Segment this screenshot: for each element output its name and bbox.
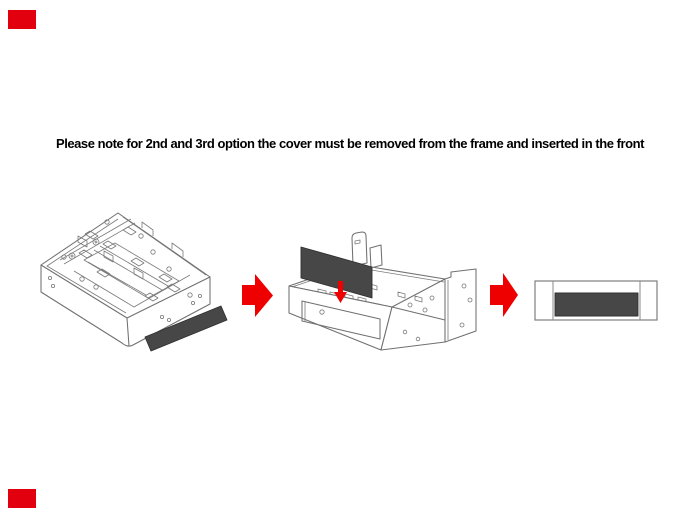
left-bracket [351,231,368,267]
bezel-opening [301,300,381,340]
step-arrow-2 [490,273,518,317]
arrow-right-icon [490,273,518,317]
figure-frame-bottom-view [40,212,228,352]
brand-logo-mark-top-left [8,10,36,29]
step-arrow-1 [242,274,273,317]
cover-plate-inserted [554,292,639,317]
arrow-right-icon [242,274,273,317]
figure-front-panel-view [534,280,658,321]
brand-logo-mark-bottom-left [8,489,36,508]
figure-frame-front-view [288,231,477,351]
cover-plate-removed [144,305,228,352]
cover-plate-inserting [300,246,373,299]
note-text: Please note for 2nd and 3rd option the c… [55,136,645,151]
right-bracket [444,268,477,343]
arrow-down-icon [334,281,347,303]
